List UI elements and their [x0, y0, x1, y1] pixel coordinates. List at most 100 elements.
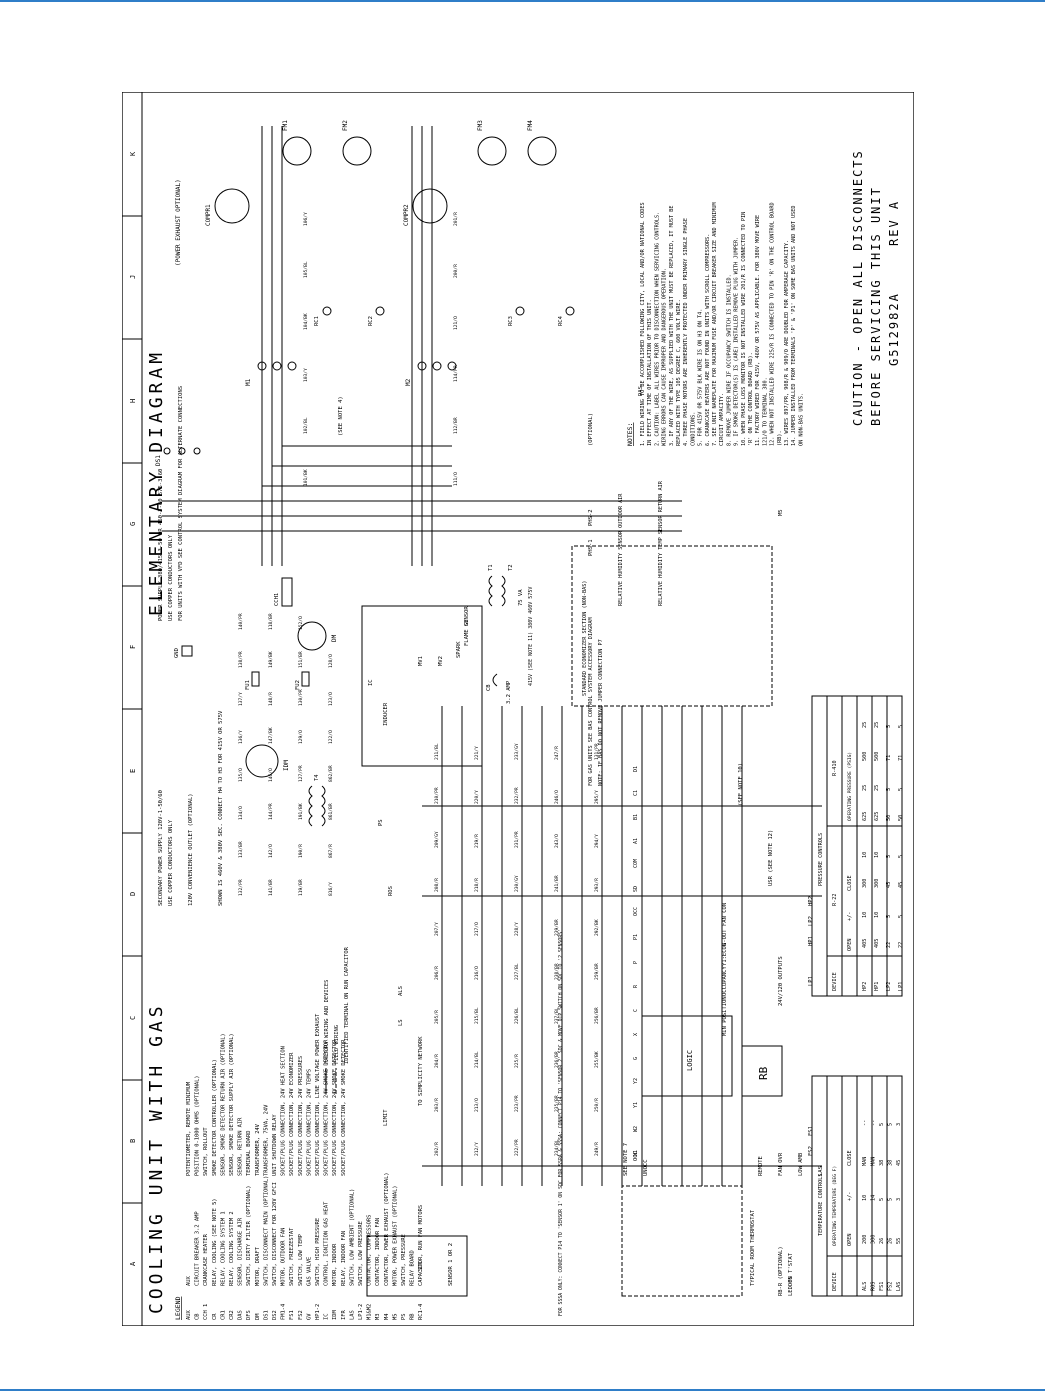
t2-label: T2 — [508, 564, 514, 571]
las-label: LAS — [818, 1166, 824, 1176]
secondary-supply: SECONDARY POWER SUPPLY 120V-1-50/60 — [158, 790, 164, 906]
phs2-label: PHS-2 — [588, 509, 594, 526]
hp1-label: HP1 — [808, 936, 814, 946]
pressure-cell: 5 — [886, 915, 892, 918]
wiring-legend-field: FIELD WIRING — [334, 1025, 340, 1064]
legend-description-2: SOCKET/PLUG CONNECTION, 24V SMOKE DETECT… — [332, 1039, 338, 1176]
ground-terminal: GND — [174, 645, 193, 658]
transformer-voltages: 415V (SEE NOTE 11) 380V 460V 575V — [528, 587, 534, 686]
legend-description: SWITCH, FREEZESTAT — [289, 1227, 295, 1286]
wire-number: 228/Y — [514, 922, 520, 936]
pressure-cell: 500 — [874, 752, 880, 761]
note-line: 13. WIRES 897/PR, 908/R & 909/O ARE DOUB… — [784, 240, 790, 446]
contactor-m2: M2 — [405, 361, 457, 386]
fan-ovr-label: FAN OVR — [778, 1152, 784, 1176]
temperature-table-text: TEMPERATURE CONTROLS DEVICE OPERATING TE… — [818, 1120, 902, 1291]
wire-number: 147/BK — [268, 727, 274, 744]
legend-description-2: SENSOR, SMOKE DETECTOR RETURN AIR (OPTIO… — [220, 1033, 226, 1176]
legend-code: FM1-4 — [281, 1304, 287, 1320]
legend-description-2: POTENTIOMETER, REMOTE MINIMUM — [186, 1081, 192, 1176]
fm1-label: FM1 — [282, 120, 289, 131]
low-amb-label: LOW AMB — [798, 1152, 804, 1176]
wire-number: 250/R — [594, 1098, 600, 1112]
temperature-title: TEMPERATURE CONTROLS — [818, 1174, 824, 1236]
fan-con-label: FAN CON — [722, 903, 728, 926]
economizer-outdoor: RELATIVE HUMIDITY SENSOR OUTDOOR AIR — [618, 493, 624, 606]
notes: NOTES: 1. FIELD WIRING TO BE ACCOMPLISHE… — [626, 202, 804, 446]
wire-number: 204/R — [434, 1054, 440, 1068]
wire-number: 207/Y — [434, 922, 440, 936]
wire-number: 146/O — [268, 768, 274, 782]
see-note-7: SEE NOTE 7 — [623, 1143, 629, 1176]
note-line: REPLACED WITH TYPE 105 DEGREE C, 600 VOL… — [676, 299, 682, 446]
wire-number: 127/PR — [298, 765, 304, 782]
phase-sensors: PHS-1 PHS-2 DAS M5 — [588, 386, 784, 556]
note-line: 4. THREE PHASE MOTORS ARE INHERENTLY PRO… — [683, 218, 689, 446]
logic-label: LOGIC — [686, 1050, 694, 1071]
temperature-cell: 14 — [871, 1195, 877, 1201]
grid-letter: B — [129, 1139, 137, 1143]
wire-number: 212/Y — [474, 1142, 480, 1156]
pressure-cell: 625 — [862, 812, 868, 821]
legend-description-2: SOCKET/PLUG CONNECTION, 24V SMOKE DETECT… — [324, 1039, 330, 1176]
legend-description: RELAY, COOLING (SEE NOTE 5) — [212, 1198, 218, 1286]
als-label: ALS — [398, 986, 404, 996]
wire-number: 235/BR — [554, 1095, 560, 1112]
power-supply-vfd: FOR UNITS WITH VFD SEE CONTROL SYSTEM DI… — [178, 386, 184, 621]
legend-description: MOTOR, INDOOR — [332, 1243, 338, 1286]
legend-description-2: SOCKET/PLUG CONNECTION, LINE VOLTAGE POW… — [315, 1013, 321, 1176]
temperature-cell: 45 — [896, 1160, 902, 1166]
legend-code: IDM — [332, 1310, 338, 1320]
pressure-cell: 500 — [862, 752, 868, 761]
pressure-cell: 10 — [874, 912, 880, 918]
dm-label: DM — [331, 634, 338, 642]
legend-description: CONTACTOR, COMPRESSORS — [367, 1215, 373, 1286]
legend-description: RELAY, COOLING SYSTEM 1 — [220, 1211, 226, 1286]
thermostat-title: TYPICAL ROOM THERMOSTAT — [750, 1209, 756, 1286]
wire-number: 132/PR — [238, 879, 244, 896]
dfs-label: DFS — [788, 1276, 794, 1286]
m1-label: M1 — [245, 378, 252, 386]
legend-description: CONTROL, IGNITION GAS HEAT — [324, 1201, 330, 1286]
wire-number: 247/R — [554, 746, 560, 760]
wire-number: 226/BL — [514, 1007, 520, 1024]
legend-code: LP1-2 — [358, 1304, 364, 1320]
terminal-label: C1 — [633, 790, 639, 796]
legend-description-2: SOCKET/PLUG CONNECTION, 24V ECONOMIZER — [289, 1052, 295, 1176]
legend-description-2: SOCKET/PLUG CONNECTION, 24V TEMPS — [306, 1069, 312, 1176]
terminal-label: B1 — [633, 814, 639, 820]
pressure-cell: 300 — [874, 879, 880, 888]
power-bus — [162, 126, 682, 566]
pressure-cell: 71 — [886, 755, 892, 761]
terminal-label: P1 — [633, 934, 639, 940]
legend-code: CCH 1 — [203, 1304, 209, 1320]
note-line: 9. IF SMOKE DETECTOR(S) IS (ARE) INSTALL… — [734, 237, 740, 446]
grid-letter: F — [129, 645, 137, 649]
temperature-cell: FS2 — [888, 1282, 894, 1291]
power-supply-main: POWER SUPPLY 380/415-3-50 OR 460-3-60 57… — [158, 469, 164, 621]
pressure-cell: 5 — [898, 855, 904, 858]
lp1-label: LP1 — [808, 976, 814, 986]
economizer-box — [571, 545, 773, 707]
hp2-label: HP2 — [808, 896, 814, 906]
temperature-cell: 5 — [888, 1123, 894, 1126]
legend-description-2: SWITCH, ROLLOUT — [203, 1127, 209, 1176]
idm-label: IDM — [283, 760, 290, 771]
mv2-label: MV2 — [438, 656, 444, 666]
sdc-board — [366, 1235, 468, 1297]
pressure-cell: 25 — [862, 785, 868, 791]
wire-number: 190/R — [298, 844, 304, 858]
legend-description: RELAY, INDOOR FAN — [341, 1231, 347, 1286]
wire-number: 119/BR — [298, 879, 304, 896]
y1-econ-label: Y1:ECON — [722, 943, 728, 966]
terminal-label: COM — [633, 859, 639, 868]
legend-description: SWITCH, LOW TEMP — [298, 1234, 304, 1286]
wire-number: 217/O — [474, 922, 480, 936]
grid-letter: G — [129, 522, 137, 526]
legend-description: MOTOR, OUTDOOR FAN — [281, 1228, 287, 1286]
wire-number: 203/R — [434, 1098, 440, 1112]
pressure-cell: 5 — [898, 915, 904, 918]
pressure-pm-header: +/- — [847, 912, 853, 921]
convenience-outlet: 120V CONVENIENCE OUTLET (OPTIONAL) — [188, 793, 194, 906]
inducer-label: INDUCER — [383, 702, 389, 726]
